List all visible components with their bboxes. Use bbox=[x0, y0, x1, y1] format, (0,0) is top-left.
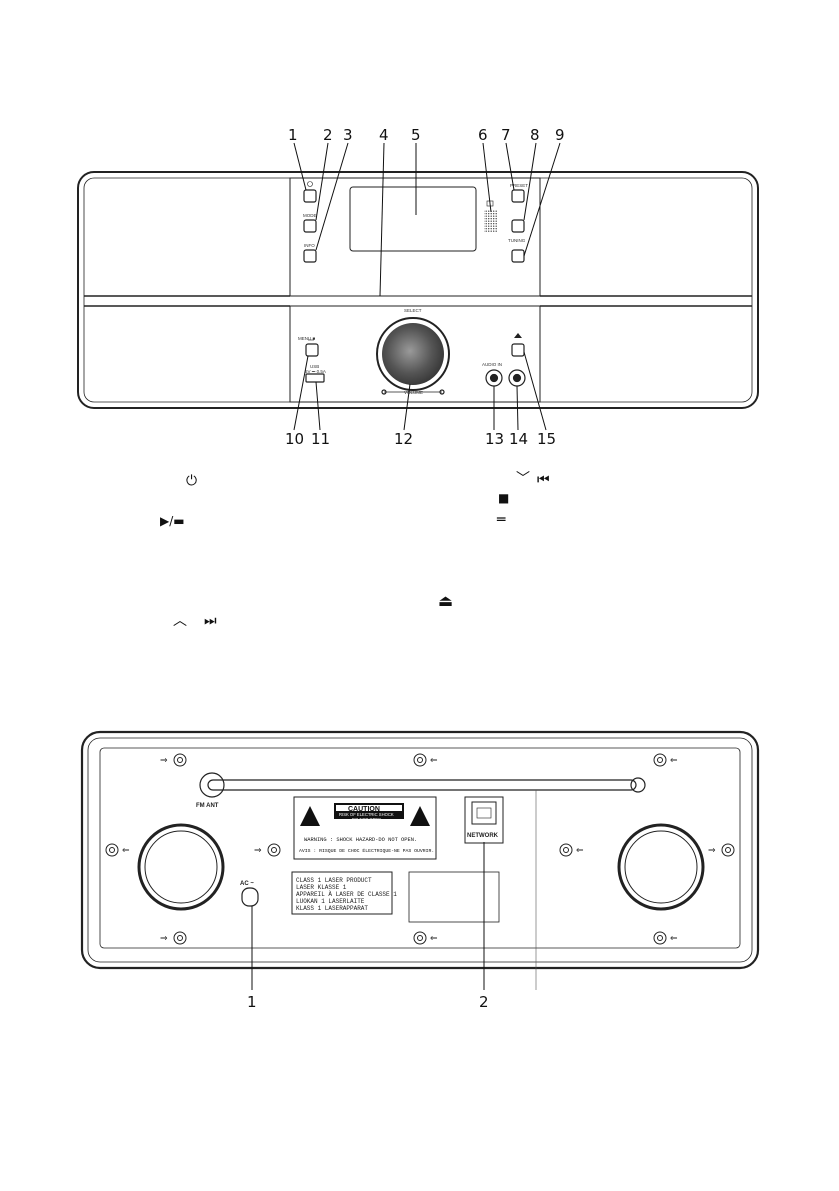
info-label: INFO bbox=[304, 243, 315, 248]
fm-ant-label: FM ANT bbox=[196, 803, 219, 809]
caution-label bbox=[293, 796, 437, 860]
fm-antenna bbox=[207, 779, 637, 791]
tuning-up-button[interactable] bbox=[511, 219, 525, 233]
svg-text:⇐: ⇐ bbox=[430, 756, 438, 766]
back-callout-2: 2 bbox=[479, 993, 489, 1011]
network-label: NETWORK bbox=[467, 833, 499, 839]
front-panel-labels: MODE INFO PRESET TUNING MENU ■ USB 5V ⎓ … bbox=[298, 183, 528, 395]
audio-in-label: AUDIO IN bbox=[482, 362, 502, 367]
menu-label: MENU ■ bbox=[298, 336, 315, 341]
callout-1: 1 bbox=[288, 126, 298, 144]
svg-text:⇐: ⇐ bbox=[576, 846, 584, 856]
screws bbox=[105, 753, 735, 945]
usb-label: USB bbox=[310, 364, 319, 369]
callout-9: 9 bbox=[555, 126, 565, 144]
laser-line-4: LUOKAN 1 LASERLAITE bbox=[296, 898, 365, 905]
left-bass-port bbox=[137, 823, 225, 911]
usb-port[interactable] bbox=[305, 373, 325, 383]
play-stop-icon: ▶/▬ bbox=[160, 514, 185, 528]
menu-lines-icon: ═ bbox=[497, 512, 506, 528]
svg-text:⇐: ⇐ bbox=[122, 846, 130, 856]
eject-button[interactable] bbox=[511, 343, 525, 357]
select-label: SELECT bbox=[404, 308, 422, 313]
callout-3: 3 bbox=[343, 126, 353, 144]
laser-line-1: CLASS 1 LASER PRODUCT bbox=[296, 877, 372, 884]
callout-5: 5 bbox=[411, 126, 421, 144]
laser-line-3: APPAREIL À LASER DE CLASSE 1 bbox=[296, 891, 397, 898]
callout-6: 6 bbox=[478, 126, 488, 144]
chevron-up-icon: ︿ bbox=[173, 613, 187, 629]
caution-title: CAUTION bbox=[348, 806, 380, 813]
previous-track-icon: ⏮ bbox=[537, 472, 550, 488]
back-callout-1: 1 bbox=[247, 993, 257, 1011]
avis-text: AVIS : RISQUE DE CHOC ÉLECTRIQUE-NE PAS … bbox=[299, 847, 434, 854]
screw-arrows: ⇒ ⇐ ⇐ ⇐ ⇒ ⇐ ⇒ ⇒ ⇐ ⇐ bbox=[122, 756, 716, 944]
callout-10: 10 bbox=[285, 430, 304, 448]
callout-12: 12 bbox=[394, 430, 413, 448]
volume-select-knob[interactable] bbox=[376, 317, 450, 391]
mode-button[interactable] bbox=[303, 219, 317, 233]
power-icon: ⏻ bbox=[186, 473, 198, 489]
chevron-down-icon: ﹀ bbox=[516, 471, 530, 487]
ir-sensor bbox=[484, 210, 498, 232]
callout-11: 11 bbox=[311, 430, 330, 448]
callout-4: 4 bbox=[379, 126, 389, 144]
laser-line-2: LASER KLASSE 1 bbox=[296, 884, 347, 891]
callout-7: 7 bbox=[501, 126, 511, 144]
mode-label: MODE bbox=[303, 213, 317, 218]
caution-sub2: DO NOT OPEN bbox=[352, 817, 381, 822]
svg-text:⇒: ⇒ bbox=[708, 846, 716, 856]
warning-text: WARNING : SHOCK HAZARD-DO NOT OPEN. bbox=[304, 837, 417, 843]
front-callouts: 1 2 3 4 5 6 7 8 9 10 11 12 13 14 15 bbox=[285, 126, 565, 448]
front-view bbox=[77, 171, 759, 409]
callout-8: 8 bbox=[530, 126, 540, 144]
front-callout-lines bbox=[293, 142, 561, 431]
tuning-label: TUNING bbox=[508, 238, 526, 243]
svg-text:⇐: ⇐ bbox=[430, 934, 438, 944]
svg-text:⇒: ⇒ bbox=[254, 846, 262, 856]
ac-label: AC ~ bbox=[240, 881, 254, 887]
right-bass-port bbox=[617, 823, 705, 911]
callout-2: 2 bbox=[323, 126, 333, 144]
usb-sub-label: 5V ⎓ 0.5A bbox=[305, 369, 326, 374]
power-button[interactable] bbox=[303, 189, 317, 203]
svg-text:⇐: ⇐ bbox=[670, 756, 678, 766]
svg-text:⇒: ⇒ bbox=[160, 934, 168, 944]
back-view bbox=[80, 730, 760, 990]
callout-14: 14 bbox=[509, 430, 528, 448]
back-labels: FM ANT CAUTION RISK OF ELECTRIC SHOCK DO… bbox=[196, 803, 499, 1011]
tuning-down-button[interactable] bbox=[511, 249, 525, 263]
laser-line-5: KLASS 1 LASERAPPARAT bbox=[296, 905, 368, 912]
eject-icon: ⏏ bbox=[438, 591, 454, 610]
preset-label: PRESET bbox=[510, 183, 528, 188]
svg-text:⇒: ⇒ bbox=[160, 756, 168, 766]
svg-text:⇐: ⇐ bbox=[670, 934, 678, 944]
volume-label: VOLUME bbox=[404, 390, 423, 395]
caution-sub1: RISK OF ELECTRIC SHOCK bbox=[339, 812, 394, 817]
blank-label bbox=[408, 871, 500, 923]
info-button[interactable] bbox=[303, 249, 317, 263]
menu-button[interactable] bbox=[305, 343, 319, 357]
network-port[interactable] bbox=[471, 801, 497, 825]
laser-label bbox=[291, 871, 393, 915]
callout-15: 15 bbox=[537, 430, 556, 448]
stop-icon: ■ bbox=[498, 491, 510, 505]
preset-button[interactable] bbox=[511, 189, 525, 203]
next-track-icon: ⏭ bbox=[204, 613, 217, 629]
ac-power-socket[interactable] bbox=[241, 887, 259, 907]
callout-13: 13 bbox=[485, 430, 504, 448]
